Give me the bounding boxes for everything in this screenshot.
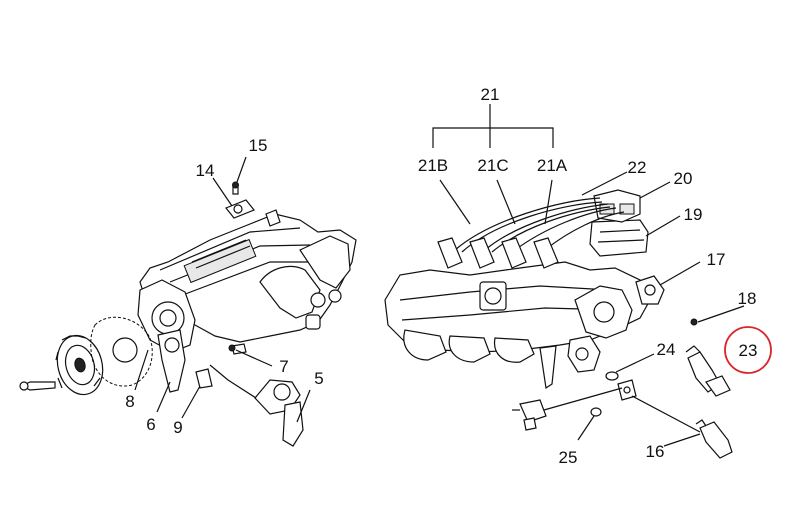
label-15[interactable]: 15 — [249, 136, 268, 155]
left-engine-assembly — [19, 181, 357, 447]
label-14[interactable]: 14 — [196, 161, 215, 180]
label-24[interactable]: 24 — [657, 340, 676, 359]
label-17[interactable]: 17 — [707, 250, 726, 269]
label-5[interactable]: 5 — [314, 369, 323, 388]
right-intake-assembly — [384, 189, 733, 459]
label-21b[interactable]: 21B — [418, 156, 448, 175]
label-18[interactable]: 18 — [738, 289, 757, 308]
right-leader-lines — [432, 104, 745, 447]
left-leader-lines — [134, 156, 311, 423]
label-20[interactable]: 20 — [674, 169, 693, 188]
label-6[interactable]: 6 — [146, 415, 155, 434]
label-21[interactable]: 21 — [481, 85, 500, 104]
label-9[interactable]: 9 — [173, 418, 182, 437]
label-19[interactable]: 19 — [684, 205, 703, 224]
label-23[interactable]: 23 — [739, 341, 758, 360]
plug-boots — [437, 237, 559, 269]
label-22[interactable]: 22 — [628, 158, 647, 177]
label-7[interactable]: 7 — [279, 357, 288, 376]
label-21c[interactable]: 21C — [477, 156, 508, 175]
highlight-circle — [724, 326, 772, 374]
label-16[interactable]: 16 — [646, 442, 665, 461]
label-25[interactable]: 25 — [559, 448, 578, 467]
label-8[interactable]: 8 — [125, 392, 134, 411]
label-21a[interactable]: 21A — [537, 156, 568, 175]
callout-labels: 21 21B 21C 21A 22 20 19 17 18 23 24 25 1… — [125, 85, 757, 467]
